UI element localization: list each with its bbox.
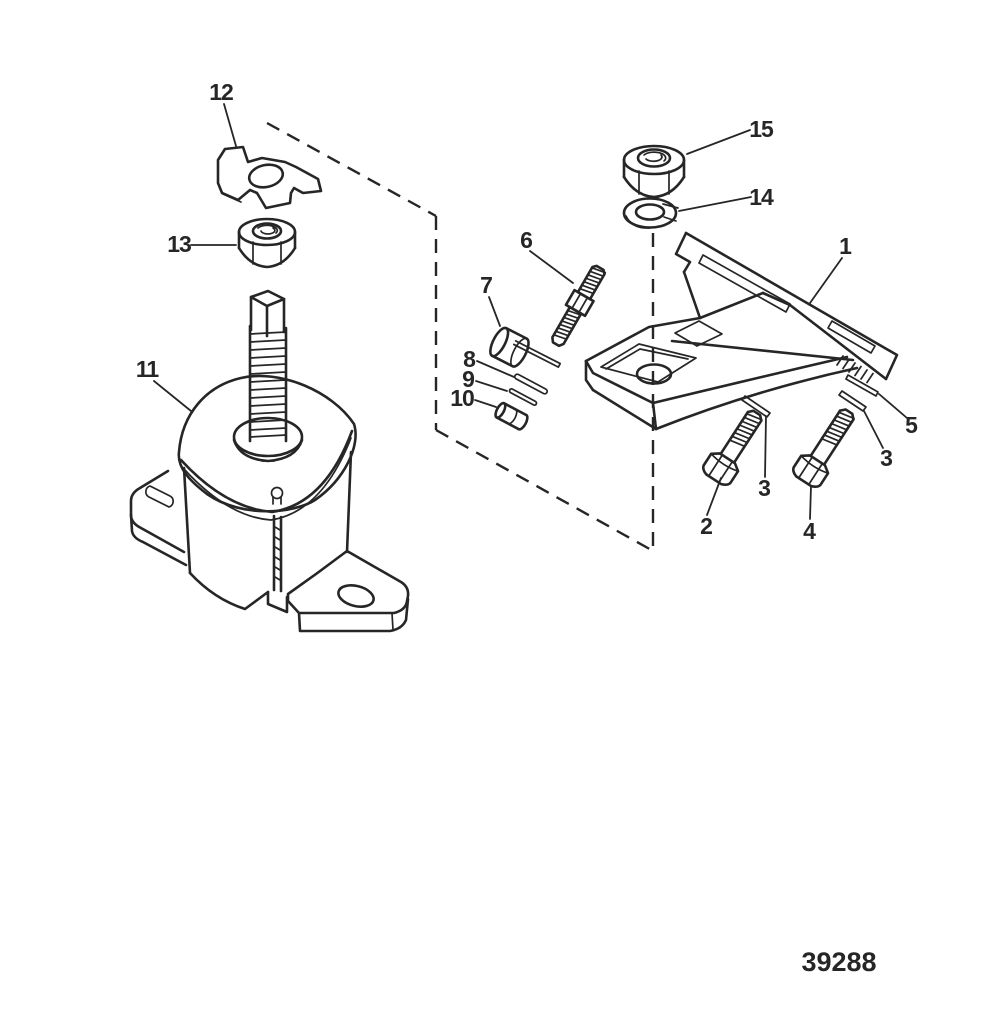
callout-2: 2 [700,477,722,539]
part-11-engine-mount [129,289,410,633]
callout-label-12: 12 [209,79,233,105]
callout-4: 4 [803,485,817,544]
callout-15: 15 [686,116,775,155]
callout-label-9: 9 [462,366,474,392]
drawing-number: 39288 [801,947,876,977]
part-1-mount-bracket [584,231,899,431]
callout-label-3b: 3 [880,445,892,471]
part-4-bolt [791,408,855,489]
part-12-tab-washer [216,145,323,210]
callout-12: 12 [209,79,237,147]
part-5-pin [845,374,879,397]
callout-10: 10 [450,385,497,411]
callout-label-7: 7 [480,272,492,298]
callout-label-8: 8 [463,346,476,372]
part-9-pin [508,388,538,406]
callout-6: 6 [520,227,574,284]
callout-label-1: 1 [839,233,852,259]
dashed-boundary [266,121,656,554]
part-8-pin [513,373,549,395]
part-2-bolt [701,409,763,487]
callout-7: 7 [480,272,501,327]
part-13-hex-nut [237,217,297,269]
callout-label-11: 11 [136,356,160,382]
callout-label-6: 6 [520,227,532,253]
part-14-lock-washer [622,197,679,229]
callouts: 12 13 11 15 14 1 6 7 [136,79,919,544]
part-7-sleeve [489,326,562,368]
callout-9: 9 [462,366,508,392]
callout-label-15: 15 [749,116,774,142]
callout-label-2: 2 [700,513,712,539]
callout-label-3a: 3 [758,475,770,501]
callout-14: 14 [678,184,775,212]
callout-label-14: 14 [749,184,774,210]
callout-1: 1 [809,233,853,304]
part-15-hex-nut [622,144,686,199]
callout-label-13: 13 [167,231,191,257]
callout-3b: 3 [863,410,893,471]
callout-8: 8 [463,346,515,378]
callout-11: 11 [136,356,192,412]
callout-3a: 3 [758,415,771,501]
callout-label-5: 5 [905,412,918,438]
part-3a-washer [741,395,771,418]
callout-13: 13 [167,231,237,257]
part-3b-washer [838,390,867,412]
callout-label-10: 10 [450,385,474,411]
part-10-spacer [494,401,529,431]
callout-label-4: 4 [803,518,816,544]
part-6-stud [551,264,607,348]
callout-5: 5 [878,393,919,438]
